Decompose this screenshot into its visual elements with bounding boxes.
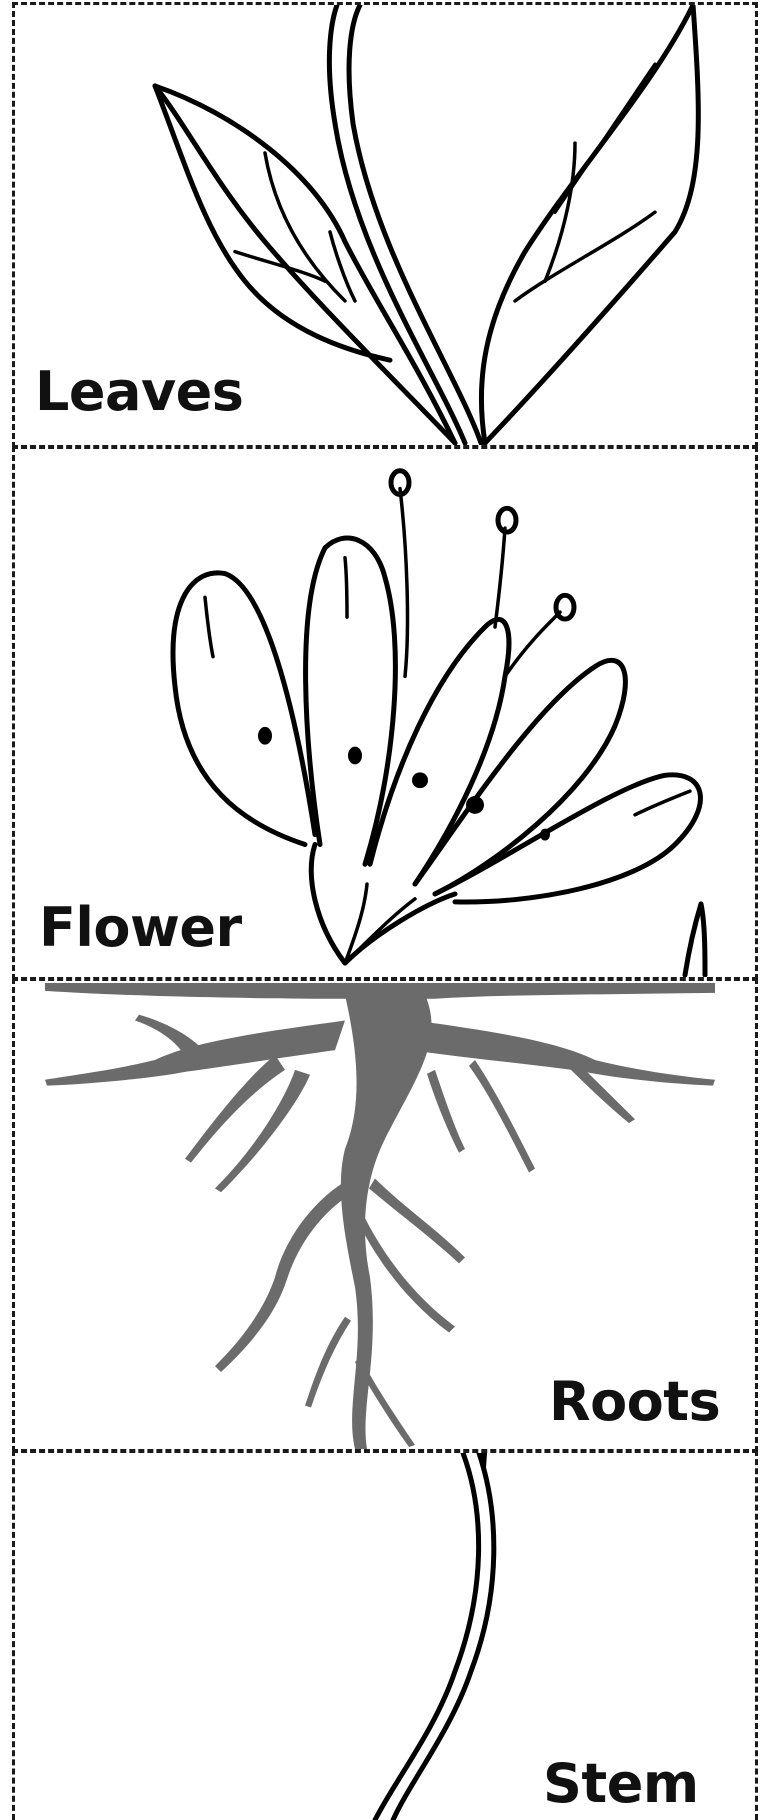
roots-panel: Roots xyxy=(12,978,758,1452)
flower-label: Flower xyxy=(39,901,242,955)
stem-panel: Stem xyxy=(12,1450,758,1820)
leaves-panel: Leaves xyxy=(12,2,758,448)
flower-panel: Flower xyxy=(12,446,758,980)
stem-label: Stem xyxy=(543,1757,699,1811)
roots-label: Roots xyxy=(549,1375,720,1429)
leaves-label: Leaves xyxy=(35,365,243,419)
